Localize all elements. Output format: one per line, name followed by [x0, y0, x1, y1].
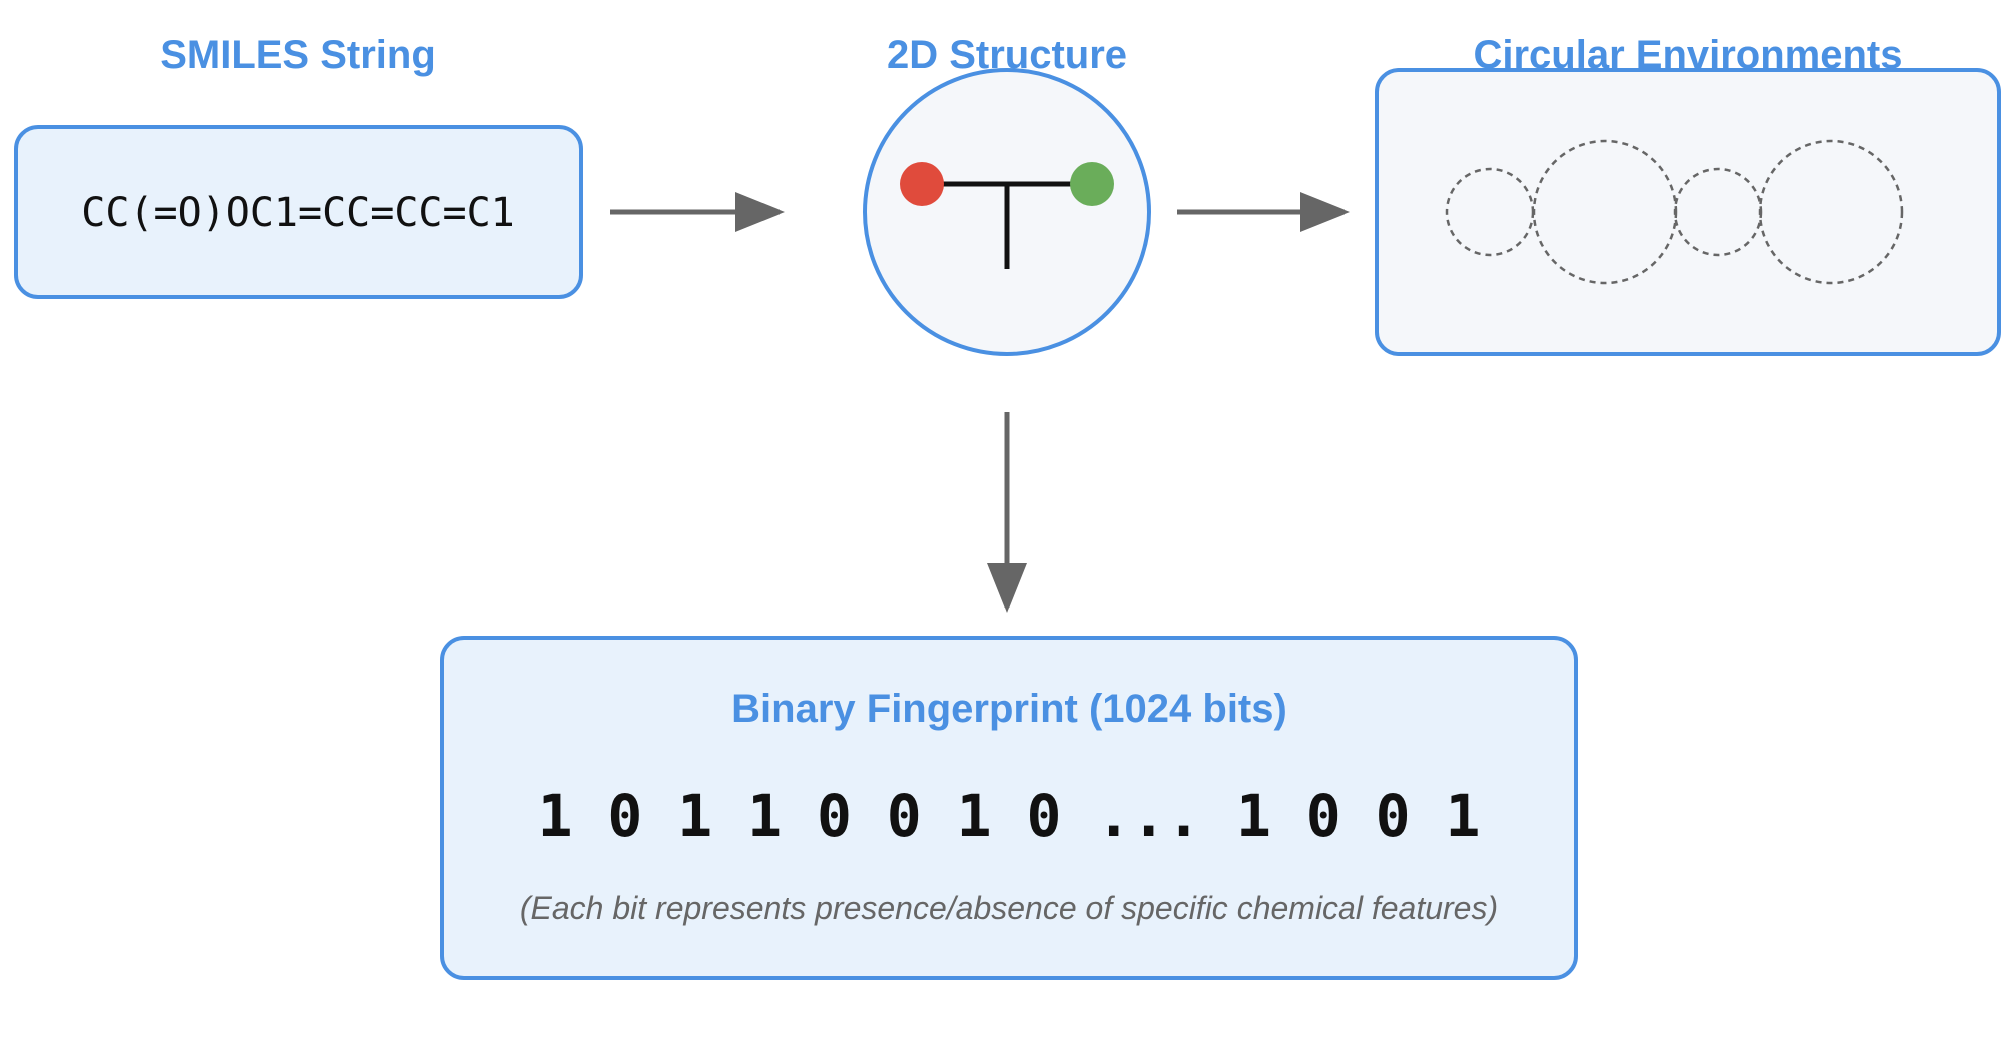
smiles-value: CC(=O)OC1=CC=CC=C1: [81, 190, 514, 236]
smiles-title: SMILES String: [160, 33, 436, 77]
structure-stage: 2D Structure: [863, 33, 1151, 356]
smiles-stage: SMILES String CC(=O)OC1=CC=CC=C1: [14, 33, 583, 299]
environments-stage: Circular Environments: [1375, 33, 2001, 356]
fingerprint-stage: Binary Fingerprint (1024 bits) 1 0 1 1 0…: [440, 636, 1578, 980]
environment-circle-large-2: [1758, 139, 1904, 285]
atom-left-red: [900, 162, 944, 206]
fingerprint-title: Binary Fingerprint (1024 bits): [731, 687, 1287, 731]
fingerprint-caption: (Each bit represents presence/absence of…: [520, 890, 1498, 926]
environments-title: Circular Environments: [1473, 33, 1902, 77]
fingerprint-box: [440, 636, 1578, 980]
fingerprint-bits: 1 0 1 1 0 0 1 0 ... 1 0 0 1: [538, 782, 1481, 850]
smiles-box: [14, 125, 583, 299]
environments-panel: [1375, 68, 2001, 356]
atom-right-green: [1070, 162, 1114, 206]
